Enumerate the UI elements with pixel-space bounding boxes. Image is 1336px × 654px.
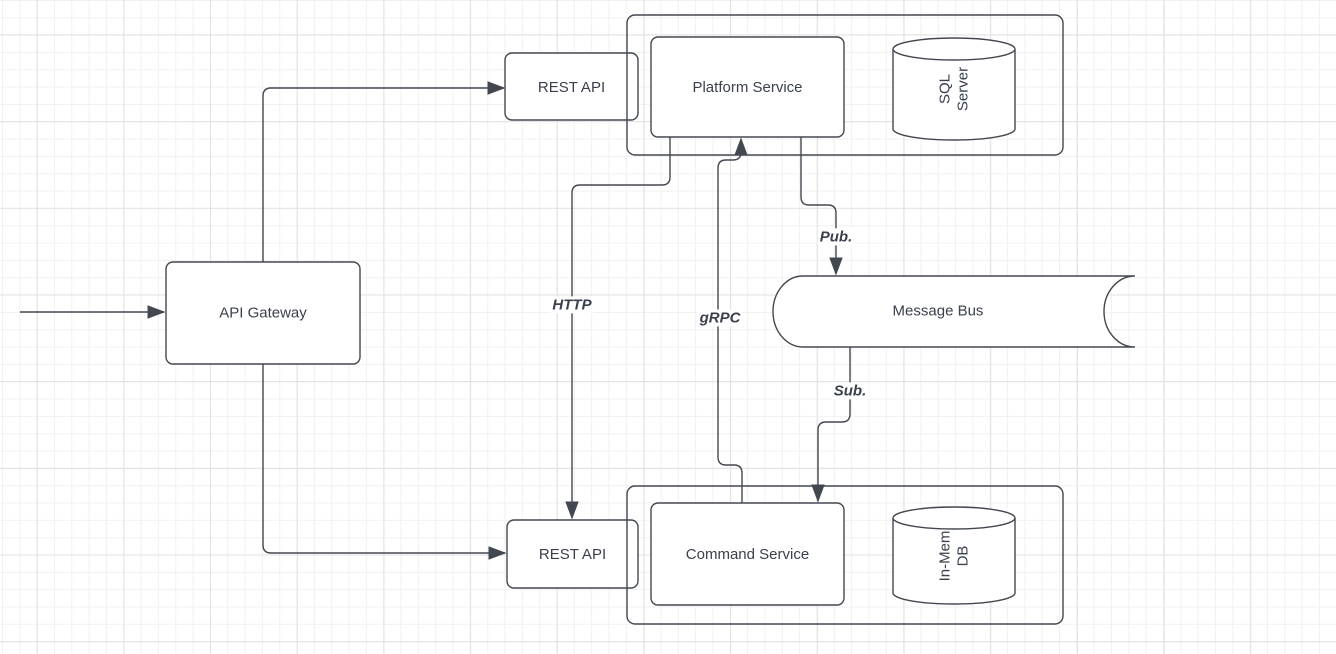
edge-http-platform-to-rest-api-bottom[interactable]: [565, 137, 671, 520]
node-api-gateway[interactable]: API Gateway: [165, 261, 361, 365]
sql-server-cylinder[interactable]: SQL Server: [892, 37, 1016, 141]
command-service-label: Command Service: [686, 546, 809, 563]
pub-edge-label: Pub.: [817, 228, 855, 246]
edge-pub-platform-to-message-bus[interactable]: [800, 137, 843, 276]
sql-server-label-line1: SQL: [937, 74, 954, 104]
message-bus-label: Message Bus: [893, 303, 984, 320]
rest-api-bottom-label: REST API: [539, 546, 606, 563]
node-platform-service[interactable]: Platform Service: [650, 36, 845, 138]
edge-sub-message-bus-to-command[interactable]: [811, 347, 851, 503]
in-mem-db-label-line1: In-Mem: [937, 531, 954, 582]
sql-server-label-line2: Server: [955, 67, 972, 111]
in-mem-db-label-line2: DB: [955, 546, 972, 567]
sub-edge-label: Sub.: [831, 382, 869, 400]
node-rest-api-bottom[interactable]: REST API: [506, 519, 639, 589]
rest-api-top-label: REST API: [538, 79, 605, 96]
platform-group-container[interactable]: [626, 14, 1064, 156]
message-bus-pipe[interactable]: Message Bus: [772, 275, 1136, 348]
http-edge-label: HTTP: [550, 296, 594, 314]
api-gateway-label: API Gateway: [219, 305, 307, 322]
platform-service-label: Platform Service: [692, 79, 802, 96]
in-mem-db-cylinder[interactable]: In-Mem DB: [892, 506, 1016, 605]
command-group-container[interactable]: [626, 485, 1064, 625]
node-rest-api-top[interactable]: REST API: [504, 52, 639, 121]
node-command-service[interactable]: Command Service: [650, 502, 845, 606]
edge-api-gateway-to-rest-api-bottom[interactable]: [262, 364, 507, 560]
edge-api-gateway-to-rest-api-top[interactable]: [262, 81, 506, 262]
grpc-edge-label: gRPC: [697, 309, 743, 327]
